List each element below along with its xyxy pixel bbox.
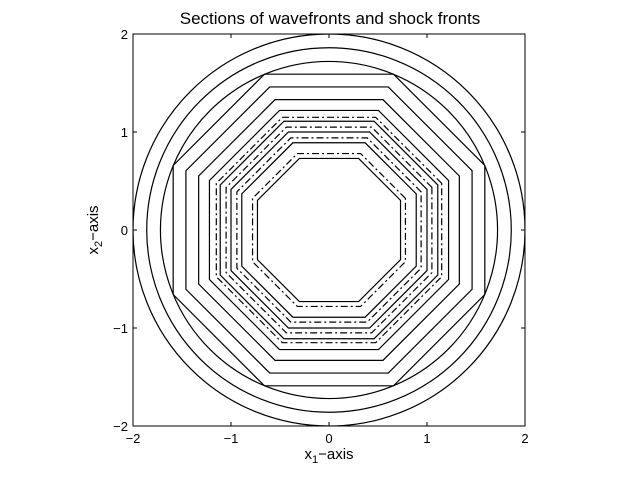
y-axis-label: x2−axis xyxy=(85,205,105,254)
wavefront-curve-10 xyxy=(185,86,473,374)
wavefront-curve-0 xyxy=(256,157,402,303)
wavefront-curve-6 xyxy=(219,120,439,340)
y-tick-label: 2 xyxy=(121,27,128,42)
wavefront-curve-14 xyxy=(133,34,525,426)
shock-front-curve-7 xyxy=(215,116,443,344)
x-axis-label-rest: −axis xyxy=(318,446,353,463)
wavefront-curve-2 xyxy=(241,142,417,318)
wavefront-curve-12 xyxy=(159,60,499,400)
curves-layer xyxy=(133,34,525,426)
y-tick-label: 0 xyxy=(121,223,128,238)
y-tick-label: −2 xyxy=(113,419,128,434)
shock-front-curve-5 xyxy=(225,126,433,334)
x-tick-label: 2 xyxy=(521,431,528,446)
x-axis-label: x1−axis xyxy=(304,446,353,466)
x-tick-label: 0 xyxy=(325,431,332,446)
x-tick-label: 1 xyxy=(423,431,430,446)
x-axis-label-sub: 1 xyxy=(312,454,318,466)
wavefront-curve-9 xyxy=(198,99,460,361)
y-axis-label-base: x xyxy=(85,247,102,255)
plot-frame xyxy=(132,33,526,427)
y-axis-label-sub: 2 xyxy=(93,241,105,247)
x-tick-label: −2 xyxy=(126,431,141,446)
shock-front-curve-1 xyxy=(251,152,407,308)
x-axis-label-base: x xyxy=(304,446,312,463)
chart-title: Sections of wavefronts and shock fronts xyxy=(180,9,481,28)
y-axis-label-rest: −axis xyxy=(85,205,102,240)
y-tick-label: 1 xyxy=(121,125,128,140)
wavefront-curve-8 xyxy=(208,109,450,351)
shock-front-curve-3 xyxy=(236,137,422,323)
wavefront-curve-13 xyxy=(146,47,512,413)
ticks-layer: −2 −1 0 1 2 −2 −1 0 1 2 xyxy=(113,27,528,446)
x-tick-label: −1 xyxy=(224,431,239,446)
y-tick-label: −1 xyxy=(113,321,128,336)
wavefront-curve-4 xyxy=(230,131,428,329)
